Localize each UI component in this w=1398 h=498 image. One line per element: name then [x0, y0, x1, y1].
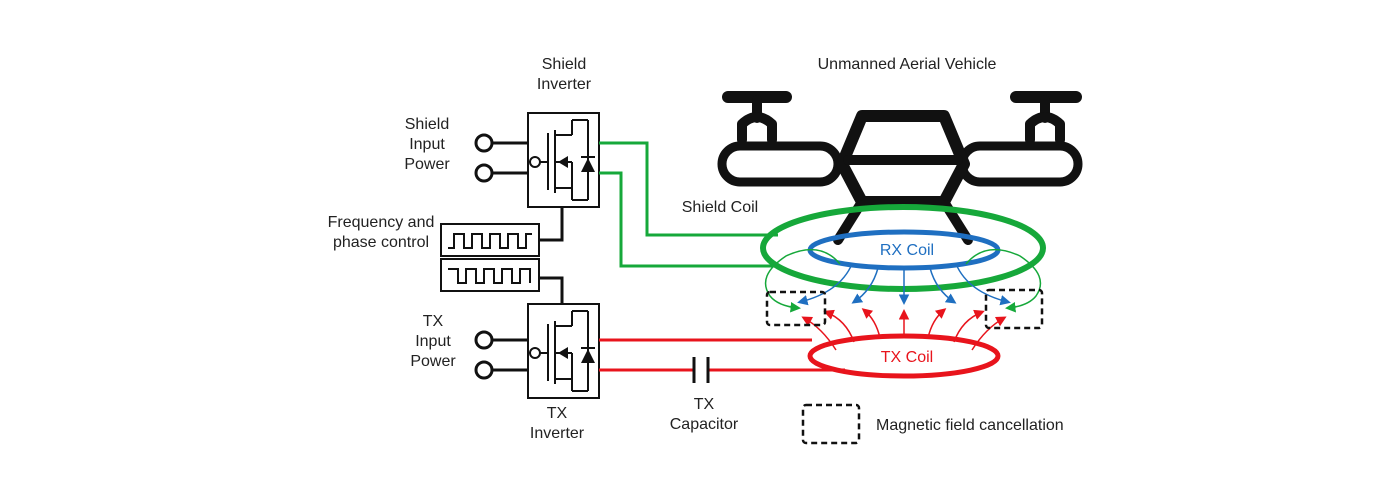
shield-inverter-label-1: Shield — [542, 56, 586, 73]
shield-coil — [760, 204, 1046, 292]
uav-label: Unmanned Aerial Vehicle — [818, 56, 997, 73]
frequency-phase-control-box — [440, 223, 540, 292]
tx-capacitor-label-1: TX — [694, 396, 715, 413]
legend-dashed-box-icon — [801, 403, 861, 445]
shield-input-label-3: Power — [404, 156, 450, 173]
freq-label-1: Frequency and — [328, 214, 435, 231]
legend-label: Magnetic field cancellation — [876, 417, 1064, 434]
control-wires — [539, 207, 564, 304]
tx-input-terminals — [474, 330, 528, 380]
shield-coil-label: Shield Coil — [682, 199, 758, 216]
tx-input-label-1: TX — [423, 313, 444, 330]
shield-input-terminals — [474, 133, 528, 183]
tx-inverter-label-1: TX — [547, 405, 568, 422]
tx-coil-label: TX Coil — [881, 349, 933, 366]
tx-field-lines — [801, 308, 1007, 351]
tx-coil-wires — [599, 338, 845, 372]
shield-coil-wires — [599, 141, 778, 268]
shield-input-label-1: Shield — [405, 116, 449, 133]
tx-input-label-2: Input — [415, 333, 451, 350]
shield-inverter-box — [527, 112, 600, 208]
tx-input-label-3: Power — [410, 353, 456, 370]
tx-inverter-label-2: Inverter — [530, 425, 585, 442]
shield-input-label-2: Input — [409, 136, 445, 153]
shield-inverter-label-2: Inverter — [537, 76, 592, 93]
tx-capacitor-label-2: Capacitor — [670, 416, 739, 433]
rx-coil-label: RX Coil — [880, 242, 934, 259]
tx-capacitor-icon — [692, 357, 710, 383]
freq-label-2: phase control — [333, 234, 429, 251]
cancellation-zones — [765, 288, 1044, 330]
rx-field-lines — [797, 263, 1011, 306]
shield-field-lines — [764, 248, 1042, 313]
tx-inverter-box — [527, 303, 600, 399]
drone-icon — [717, 91, 1083, 245]
